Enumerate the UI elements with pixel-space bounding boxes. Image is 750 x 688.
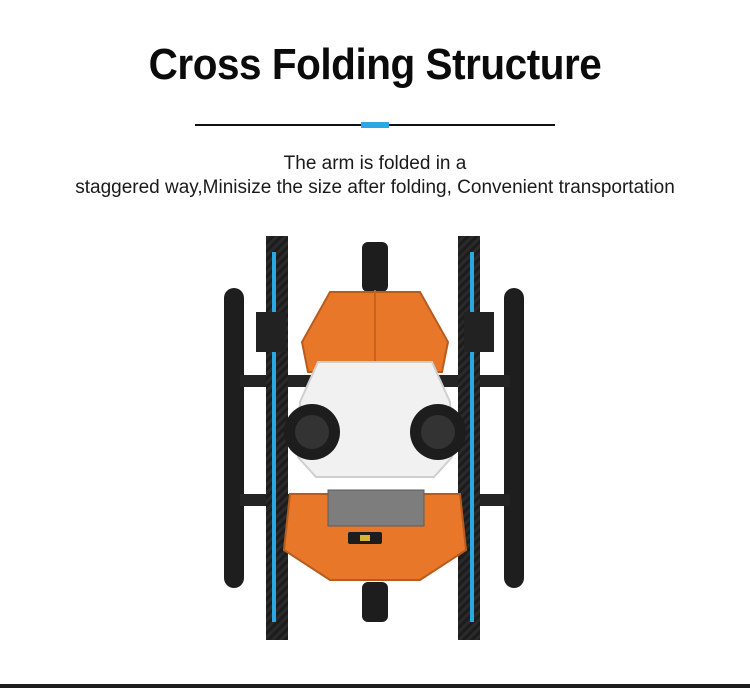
description-line-2: staggered way,Minisize the size after fo… bbox=[75, 177, 675, 198]
left-motor-pod bbox=[224, 288, 244, 588]
right-motor-pod bbox=[504, 288, 524, 588]
description-line-1: The arm is folded in a bbox=[283, 153, 467, 174]
bottom-strip bbox=[0, 684, 750, 688]
folded-drone-illustration bbox=[224, 236, 524, 640]
divider-accent bbox=[361, 122, 389, 128]
page-title: Cross Folding Structure bbox=[148, 40, 602, 89]
